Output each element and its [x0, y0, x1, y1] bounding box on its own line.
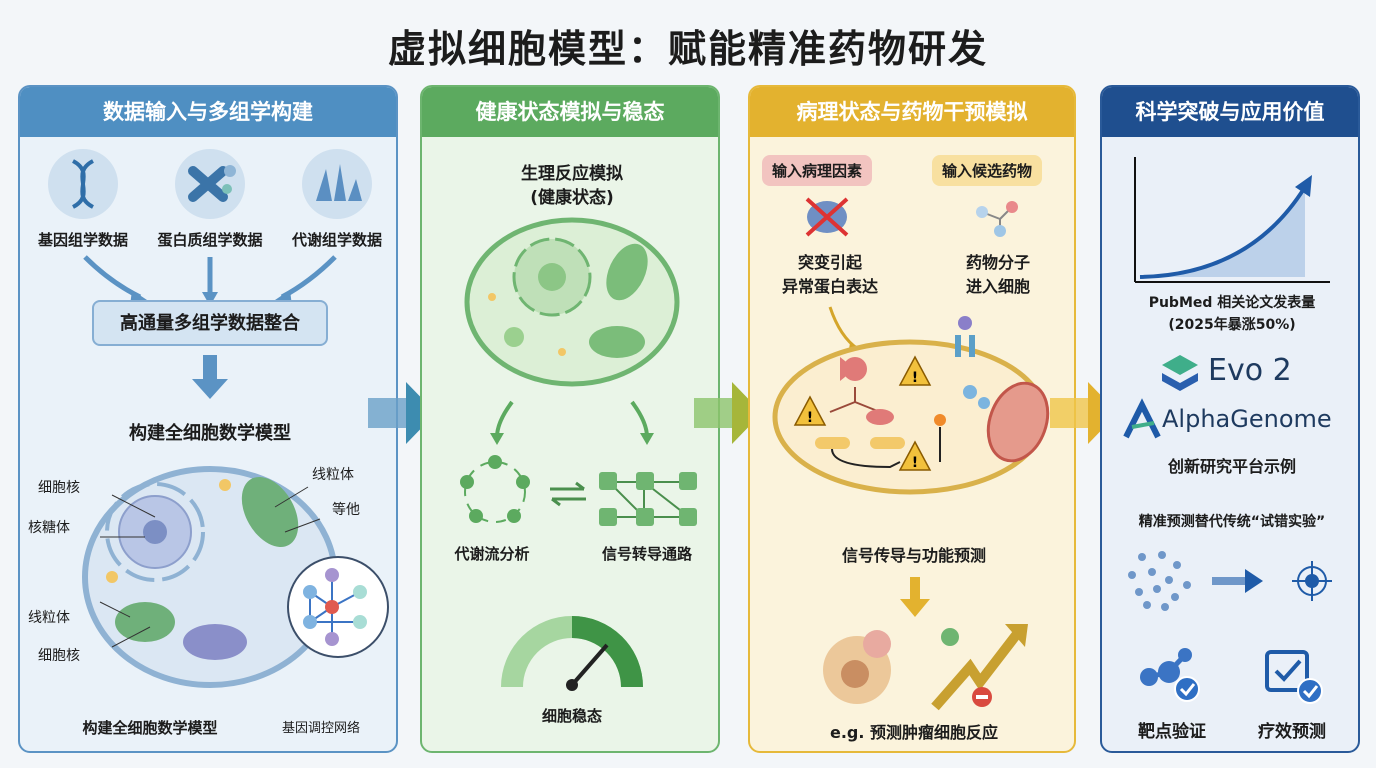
page-title: 虚拟细胞模型：赋能精准药物研发: [387, 27, 988, 71]
svg-text:!: !: [807, 410, 813, 426]
exchange-arrows-icon: [550, 481, 586, 507]
chart-caption-1: PubMed 相关论文发表量: [1148, 295, 1316, 311]
chart-caption-2: (2025年暴涨50%): [1168, 317, 1296, 333]
alphagenome-logo-icon: [1123, 398, 1161, 439]
dna-icon: [48, 149, 118, 219]
drug-line1: 药物分子: [965, 253, 1030, 272]
panel-header: 病理状态与药物干预模拟: [750, 87, 1074, 137]
label-others: 等他: [332, 502, 360, 518]
panel1-footer: 构建全细胞数学模型: [82, 719, 218, 737]
publication-growth-chart: [1134, 157, 1330, 283]
panel-header: 数据输入与多组学构建: [20, 87, 396, 137]
flow-arrow-2: [694, 382, 762, 444]
response-trend-icon: [931, 624, 1028, 711]
drug-molecule-icon: [976, 201, 1018, 237]
target-validation-label: 靶点验证: [1138, 722, 1206, 742]
panel-breakthroughs: 科学突破与应用价值 PubMed 相关论文发表量 (2025年暴涨50%) Ev…: [1100, 85, 1360, 753]
metabolic-flux-icon: [460, 455, 530, 523]
scatter-to-target-icon: [1128, 551, 1332, 611]
homeostasis-gauge-icon: [501, 616, 643, 691]
evo2-logo: Evo 2: [1208, 353, 1292, 388]
mutation-line2: 异常蛋白表达: [781, 277, 878, 296]
alphagenome-logo: AlphaGenome: [1162, 405, 1332, 433]
drug-line2: 进入细胞: [965, 277, 1030, 296]
homeostasis-label: 细胞稳态: [541, 707, 602, 725]
model-title: 构建全细胞数学模型: [129, 423, 291, 444]
protein-icon: [175, 149, 245, 219]
panel-pathology-drug: 病理状态与药物干预模拟 输入病理因素 输入候选药物 突变引起 异常蛋白表达 药物…: [748, 85, 1076, 753]
panel-header: 健康状态模拟与稳态: [422, 87, 718, 137]
target-validation-icon: [1140, 648, 1200, 702]
platform-caption: 创新研究平台示例: [1167, 457, 1296, 476]
efficacy-prediction-label: 疗效预测: [1258, 722, 1326, 742]
pathology-cell-illustration: ! ! !: [772, 306, 1050, 495]
diverging-arrows: [490, 400, 654, 445]
input-drug-badge: 输入候选药物: [932, 155, 1043, 186]
label-nucleus: 细胞核: [38, 480, 80, 496]
mutation-line1: 突变引起: [797, 253, 862, 272]
precision-caption: 精准预测替代传统“试错实验”: [1138, 514, 1326, 530]
integration-box: 高通量多组学数据整合: [92, 300, 328, 346]
cell-diagram: [82, 466, 389, 688]
panel-healthy-state: 健康状态模拟与稳态 生理反应模拟 (健康状态) 代谢流分析 信号转导通路 细胞稳…: [420, 85, 720, 753]
label-mitochondria-left: 线粒体: [28, 610, 70, 626]
metabolomics-label: 代谢组学数据: [291, 231, 382, 249]
svg-text:!: !: [912, 455, 918, 471]
healthy-cell-illustration: [464, 217, 680, 387]
signal-pathway-label: 信号转导通路: [601, 545, 692, 563]
label-ribosome: 核糖体: [28, 520, 70, 536]
sim-title: 生理反应模拟: [521, 164, 623, 184]
efficacy-prediction-icon: [1265, 650, 1323, 704]
down-arrow: [192, 355, 228, 399]
svg-text:!: !: [912, 370, 918, 386]
metabolite-icon: [302, 149, 372, 219]
evo2-logo-icon: [1162, 355, 1198, 391]
signal-pathway-icon: [599, 472, 697, 526]
sim-subtitle: (健康状态): [530, 188, 614, 208]
flux-analysis-label: 代谢流分析: [454, 545, 530, 563]
proteomics-label: 蛋白质组学数据: [157, 231, 263, 249]
tumor-cell-icon: [823, 630, 891, 704]
label-gene-network: 基因调控网络: [282, 721, 361, 736]
label-mitochondria-right: 线粒体: [312, 467, 354, 483]
input-pathology-badge: 输入病理因素: [762, 155, 873, 186]
genomics-label: 基因组学数据: [37, 231, 128, 249]
panel-data-input: 数据输入与多组学构建 基因组学数据 蛋白质组学数据 代谢组学数据 高通量多组学数…: [18, 85, 398, 753]
signal-prediction-label: 信号传导与功能预测: [841, 546, 986, 565]
mutated-protein-icon: [805, 197, 849, 237]
label-nucleus-2: 细胞核: [38, 648, 80, 664]
down-arrow-gold: [900, 577, 930, 617]
panel-header: 科学突破与应用价值: [1102, 87, 1358, 137]
tumor-response-label: e.g. 预测肿瘤细胞反应: [829, 723, 999, 742]
